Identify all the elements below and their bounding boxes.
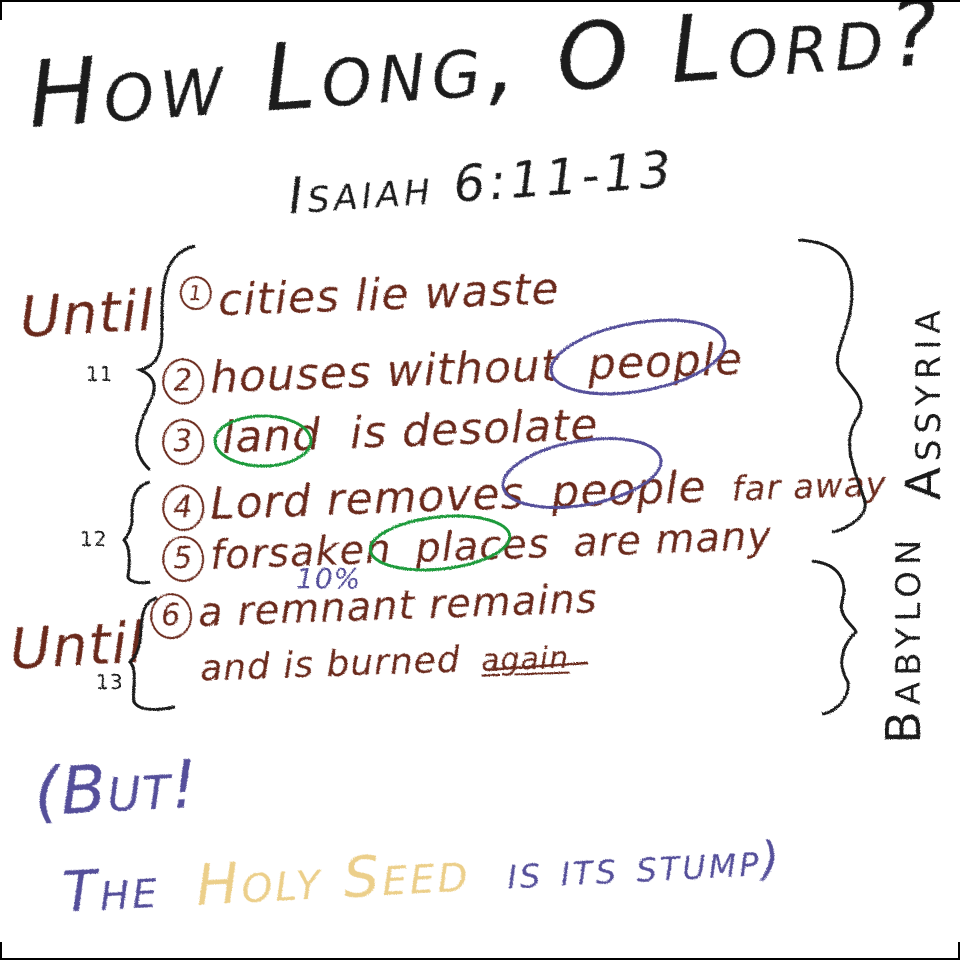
item-number-badge: 2 bbox=[161, 357, 206, 406]
side-label-babylon: Babylon bbox=[876, 533, 932, 744]
footer-but: (But! bbox=[32, 745, 201, 832]
list-item-3: 3 land is desolate bbox=[161, 399, 600, 466]
circled-word-places: places bbox=[414, 521, 551, 572]
frame-edge bbox=[958, 942, 960, 958]
holy-seed-highlight: Holy Seed bbox=[194, 839, 472, 919]
scripture-reference: Isaiah 6:11-13 bbox=[286, 140, 677, 226]
circled-word-land: land bbox=[221, 409, 322, 464]
page-title: How Long, O Lord? bbox=[24, 0, 948, 149]
side-label-assyria: Assyria bbox=[896, 304, 952, 500]
underlined-word-again: again bbox=[480, 640, 570, 679]
item-number-badge: 3 bbox=[161, 418, 205, 466]
circled-word-people: people bbox=[550, 461, 708, 519]
item-text: and is burned bbox=[199, 639, 462, 690]
verse-number-11: 11 bbox=[86, 362, 114, 386]
item-number-badge: 4 bbox=[161, 484, 206, 532]
item-text: far away bbox=[730, 464, 888, 510]
verse-number-13: 13 bbox=[96, 670, 124, 694]
item-text: Lord removes bbox=[209, 468, 526, 530]
verse-number-12: 12 bbox=[80, 527, 108, 551]
item-text: a remnant remains bbox=[197, 576, 599, 637]
item-text: is desolate bbox=[349, 399, 600, 460]
footer-text: The bbox=[60, 855, 162, 926]
until-label-2: Until bbox=[8, 610, 147, 683]
list-item-6-continued: and is burned again bbox=[199, 636, 570, 690]
footer-text: is its stump) bbox=[505, 831, 784, 900]
left-brace-icon bbox=[122, 480, 151, 585]
frame-edge bbox=[0, 2, 2, 20]
remnant-percentage-note: 10% bbox=[296, 562, 362, 595]
item-number-badge: 1 bbox=[179, 275, 213, 311]
circled-word-people: people bbox=[587, 333, 744, 391]
item-text: are many bbox=[572, 513, 773, 567]
frame-edge bbox=[0, 942, 2, 958]
item-number-badge: 5 bbox=[161, 535, 205, 583]
footer-holy-seed-line: The Holy Seed is its stump) bbox=[61, 823, 784, 926]
item-text: cities lie waste bbox=[217, 263, 561, 327]
right-brace-icon bbox=[811, 559, 858, 716]
item-text: houses without bbox=[209, 340, 560, 404]
until-label-1: Until bbox=[18, 278, 157, 351]
item-number-badge: 6 bbox=[149, 592, 193, 640]
